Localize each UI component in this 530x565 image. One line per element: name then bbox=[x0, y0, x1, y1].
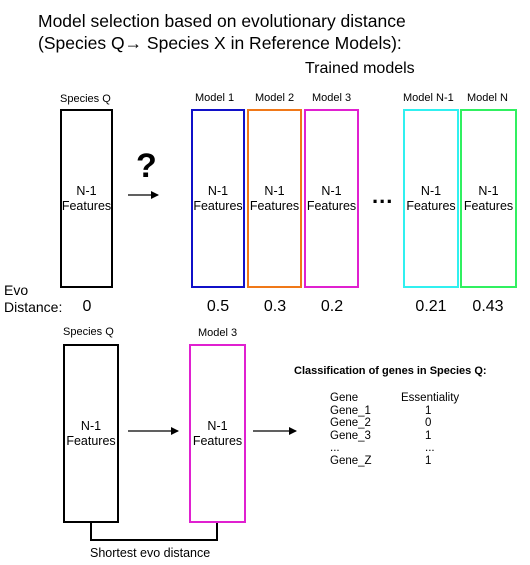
title-line-1: Model selection based on evolutionary di… bbox=[38, 11, 406, 31]
model-n-distance: 0.43 bbox=[472, 298, 504, 315]
gene-table: Gene Essentiality Gene_1 1 Gene_2 0 Gene… bbox=[330, 392, 459, 467]
model-n-label: Model N bbox=[467, 92, 508, 104]
table-row: Gene_3 1 bbox=[330, 429, 432, 442]
question-mark: ? bbox=[136, 147, 157, 185]
evo-distance-label: Evo Distance: bbox=[4, 282, 63, 315]
ellipsis-dots: ... bbox=[372, 183, 394, 208]
essentiality-column-header: Essentiality bbox=[401, 392, 460, 404]
model-3-distance: 0.2 bbox=[320, 298, 344, 315]
model-n-1-distance: 0.21 bbox=[415, 298, 447, 315]
bottom-species-q-label: Species Q bbox=[63, 326, 114, 338]
classification-title: Classification of genes in Species Q: bbox=[294, 365, 487, 377]
trained-models-label: Trained models bbox=[305, 60, 415, 77]
shortest-evo-distance-label: Shortest evo distance bbox=[90, 546, 211, 560]
gene-column-header: Gene bbox=[330, 392, 359, 404]
model-3-label: Model 3 bbox=[312, 92, 352, 104]
bottom-model-3-label: Model 3 bbox=[198, 327, 238, 339]
box-line-1: N-1 bbox=[76, 183, 97, 198]
shortest-distance-bracket bbox=[90, 523, 218, 541]
gene-table-header: Gene Essentiality bbox=[330, 392, 459, 405]
model-1-label: Model 1 bbox=[195, 92, 235, 104]
box-line-2: Features bbox=[61, 198, 112, 213]
diagram-title: Model selection based on evolutionary di… bbox=[38, 10, 406, 54]
table-row: Gene_Z 1 bbox=[330, 454, 432, 467]
table-row: ... ... bbox=[330, 442, 435, 454]
table-row: Gene_1 1 bbox=[330, 404, 432, 417]
model-n-1-label: Model N-1 bbox=[403, 92, 454, 104]
model-2-label: Model 2 bbox=[255, 92, 295, 104]
table-row: Gene_2 0 bbox=[330, 417, 432, 429]
species-q-label: Species Q bbox=[60, 93, 111, 105]
title-line-2: (Species Q→ Species X in Reference Model… bbox=[38, 33, 402, 53]
model-2-distance: 0.3 bbox=[263, 298, 287, 315]
species-q-distance: 0 bbox=[82, 298, 92, 315]
model-1-distance: 0.5 bbox=[206, 298, 230, 315]
